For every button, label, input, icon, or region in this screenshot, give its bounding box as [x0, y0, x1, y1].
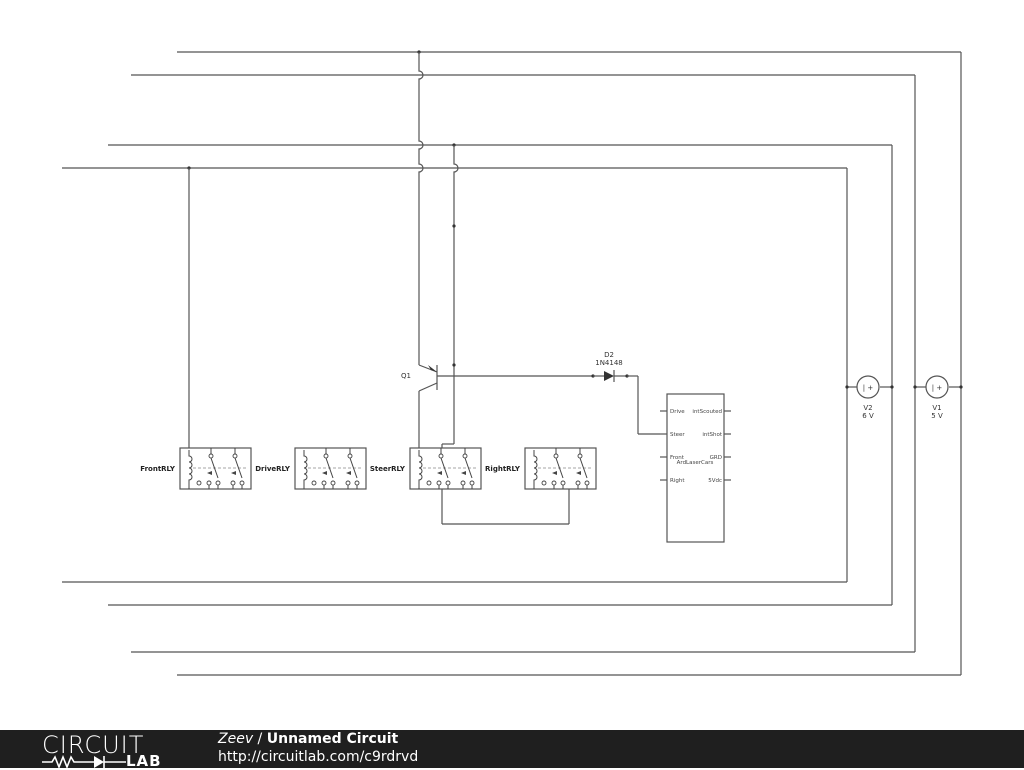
voltage-source-v1[interactable]: | + V1 5 V	[925, 375, 949, 420]
footer-bar: CIRCUIT LAB Zeev / Unnamed Circuit http:…	[0, 730, 1024, 770]
ic-pin-front: Front	[670, 455, 685, 461]
logo-text-bottom: LAB	[126, 752, 162, 770]
bottom-rails	[62, 581, 961, 676]
circuit-url[interactable]: http://circuitlab.com/c9rdrvd	[218, 749, 419, 765]
right-rails	[846, 52, 962, 675]
ic-pin-right: Right	[670, 478, 685, 484]
relay-right-label: RightRLY	[485, 465, 521, 473]
svg-text:| +: | +	[863, 384, 874, 392]
circuit-title: Zeev / Unnamed Circuit	[218, 731, 398, 747]
v1-ref-label: V1	[932, 404, 941, 412]
top-rails	[62, 51, 961, 169]
title-separator: /	[253, 731, 267, 747]
diode-d2[interactable]: D2 1N4148	[591, 351, 629, 382]
relay-right[interactable]: RightRLY	[485, 447, 597, 490]
emitter-wire	[452, 143, 459, 376]
v1-value-label: 5 V	[931, 412, 943, 420]
relay-steer[interactable]: SteerRLY	[370, 447, 482, 490]
collector-wire	[417, 50, 424, 365]
transistor-q1[interactable]: Q1	[401, 364, 454, 448]
relay-drive[interactable]: DriveRLY	[255, 447, 367, 490]
relay-front-label: FrontRLY	[140, 465, 176, 473]
ic-pin-grd: GRD	[710, 455, 722, 461]
ic-pin-drive: Drive	[670, 409, 685, 415]
ic-label: ArdLaserCars	[677, 460, 714, 466]
ic-ardlasercars[interactable]: Drive Steer Front Right intScouted intSh…	[660, 393, 731, 543]
relay-steer-label: SteerRLY	[370, 465, 406, 473]
v2-ref-label: V2	[863, 404, 872, 412]
relay-link-wire	[441, 489, 570, 525]
ic-pin-intshot: intShot	[702, 432, 723, 438]
logo-text-top: CIRCUIT	[42, 731, 145, 759]
logo-resistor-diode-icon	[42, 754, 126, 768]
ic-pin-steer: Steer	[670, 432, 685, 438]
v2-value-label: 6 V	[862, 412, 874, 420]
author-name[interactable]: Zeev	[218, 731, 254, 747]
d2-ref-label: D2	[604, 351, 614, 359]
schematic-canvas[interactable]: | + V2 6 V | + V1 5 V Q1	[0, 0, 1024, 730]
d2-part-label: 1N4148	[595, 359, 623, 367]
voltage-source-v2[interactable]: | + V2 6 V	[856, 375, 880, 420]
relay-drive-label: DriveRLY	[255, 465, 291, 473]
ic-pin-5vdc: 5Vdc	[708, 478, 722, 484]
q1-label: Q1	[401, 372, 411, 380]
circuit-name[interactable]: Unnamed Circuit	[266, 731, 399, 747]
circuitlab-logo[interactable]: CIRCUIT LAB	[42, 731, 182, 770]
ic-pin-intscouted: intScouted	[692, 409, 722, 415]
svg-text:| +: | +	[932, 384, 943, 392]
schematic-svg: | + V2 6 V | + V1 5 V Q1	[62, 50, 963, 676]
relay-front[interactable]: FrontRLY	[140, 447, 252, 490]
